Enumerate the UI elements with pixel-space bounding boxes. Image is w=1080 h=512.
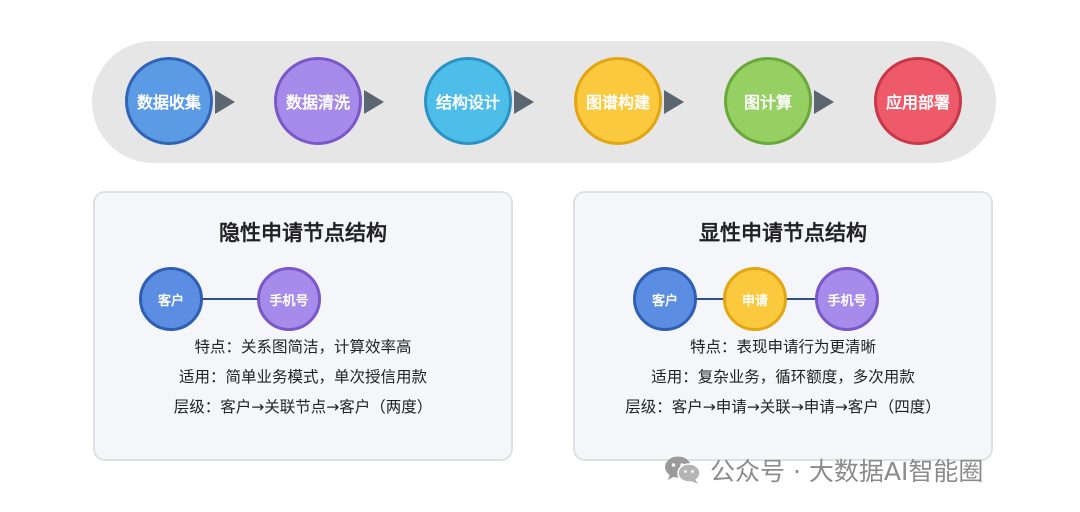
arrow-icon — [215, 90, 235, 114]
pipeline-bar — [92, 41, 996, 163]
arrow-icon — [664, 90, 684, 114]
step-data-collection: 数据收集 — [125, 57, 213, 145]
usage-text: 适用：复杂业务，循环额度，多次用款 — [651, 368, 915, 386]
feature-text: 特点：关系图简洁，计算效率高 — [194, 338, 412, 356]
level-text: 层级：客户→关联节点→客户（两度） — [173, 398, 433, 416]
arrow-icon — [514, 90, 534, 114]
graph-edge — [171, 298, 271, 300]
step-structure-design: 结构设计 — [424, 57, 512, 145]
implicit-structure-panel: 隐性申请节点结构 客户 手机号 特点：关系图简洁，计算效率高 适用：简单业务模式… — [93, 191, 513, 461]
step-graph-computing: 图计算 — [724, 57, 812, 145]
feature-text: 特点：表现申请行为更清晰 — [689, 338, 876, 356]
explicit-structure-panel: 显性申请节点结构 客户 申请 手机号 特点：表现申请行为更清晰 适用：复杂业务，… — [573, 191, 993, 461]
node-customer: 客户 — [633, 267, 697, 331]
watermark-text: 公众号 · 大数据AI智能圈 — [710, 457, 984, 486]
node-phone: 手机号 — [257, 267, 321, 331]
watermark: 公众号 · 大数据AI智能圈 — [664, 452, 983, 488]
usage-text: 适用：简单业务模式，单次授信用款 — [178, 368, 427, 386]
wechat-icon — [664, 455, 702, 485]
step-data-cleaning: 数据清洗 — [274, 57, 362, 145]
level-text: 层级：客户→申请→关联→申请→客户（四度） — [625, 398, 941, 416]
arrow-icon — [364, 90, 384, 114]
node-application: 申请 — [723, 267, 787, 331]
node-phone: 手机号 — [815, 267, 879, 331]
arrow-icon — [814, 90, 834, 114]
step-graph-construction: 图谱构建 — [574, 57, 662, 145]
node-customer: 客户 — [139, 267, 203, 331]
panel-title: 隐性申请节点结构 — [219, 221, 387, 245]
step-deployment: 应用部署 — [874, 57, 962, 145]
panel-title: 显性申请节点结构 — [699, 221, 867, 245]
